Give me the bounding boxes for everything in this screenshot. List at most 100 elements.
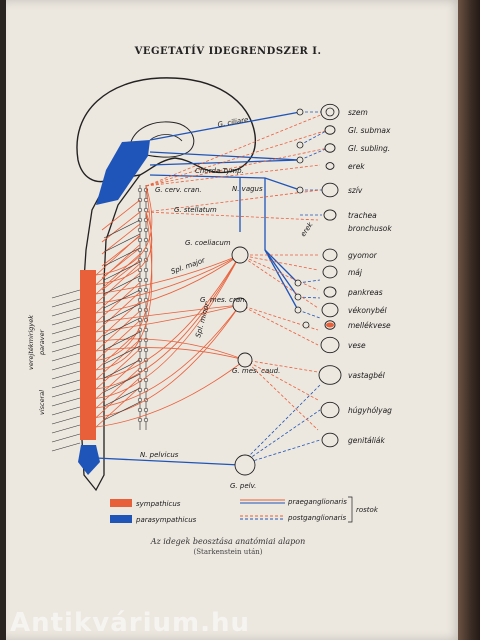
sympathetic-fibre (101, 199, 141, 231)
prevertebral-ganglion (231, 246, 249, 264)
sympathetic-fibre (95, 253, 141, 295)
figure-caption: Az idegek beosztása anatómiai alapon (150, 537, 306, 546)
sympathetic-fibre (95, 347, 246, 361)
segmental-line (51, 325, 81, 335)
segmental-line (103, 303, 141, 323)
organ-label: Gl. submax (348, 126, 391, 135)
sympathetic-fibre (101, 247, 141, 279)
organ-label: szem (348, 108, 368, 117)
segmental-line (51, 442, 81, 452)
segmental-line (103, 359, 141, 379)
thoracolumbar-sympathetic (80, 270, 96, 440)
chain-ganglion (143, 267, 149, 273)
segmental-line (103, 261, 141, 281)
segmental-line (51, 370, 81, 380)
sympathetic-fibre (95, 348, 141, 390)
segmental-line (51, 415, 81, 425)
sympathetic-fibre (95, 254, 241, 380)
label-g-mes-caud: G. mes. caud. (232, 367, 280, 375)
chain-ganglion (143, 197, 149, 203)
label-g-stellatum: G. stellatum (174, 206, 217, 214)
label-n-pelvicus: N. pelvicus (140, 451, 179, 459)
terminal-ganglion (296, 108, 304, 116)
eye-icon (320, 103, 340, 121)
chain-ganglion (143, 377, 149, 383)
legend-rostok-label: rostok (356, 506, 379, 514)
segmental-line (103, 401, 141, 421)
cranial-parasympathetic (96, 140, 150, 205)
genitals-icon (321, 432, 339, 448)
kidney-icon (320, 336, 340, 354)
sympathetic-fibre (95, 211, 153, 371)
colon-icon (318, 365, 342, 385)
sympathetic-fibre (101, 211, 141, 243)
sympathetic-fibre (95, 291, 141, 333)
legend-postganglionaris-label: postganglionaris (287, 514, 346, 522)
organ-label: genitáliák (348, 436, 386, 445)
organ-label: vastagbél (348, 371, 386, 380)
terminal-ganglion (302, 321, 310, 329)
organ-label: erek (348, 162, 365, 171)
sympathetic-fibre (95, 339, 141, 380)
segmental-line (103, 331, 141, 351)
chain-ganglion (137, 407, 143, 413)
watermark: Antikvárium.hu (10, 608, 250, 638)
segmental-line (51, 307, 81, 317)
chain-ganglion (137, 277, 143, 283)
chain-ganglion (137, 227, 143, 233)
sympathetic-fibre (95, 301, 141, 342)
legend-parasympathicus-label: parasympathicus (135, 516, 197, 524)
chain-ganglion (143, 407, 149, 413)
sympathetic-fibre (95, 263, 141, 304)
sympathetic-fibre (95, 254, 241, 304)
legend-sympathicus-swatch (110, 499, 132, 507)
chain-ganglion (143, 417, 149, 423)
sympathetic-fibre (95, 254, 241, 399)
prevertebral-ganglion (232, 297, 248, 313)
segmental-line (103, 233, 141, 253)
segmental-line (103, 387, 141, 407)
sympathetic-fibre (95, 254, 241, 295)
legend-sympathicus-label: sympathicus (136, 500, 181, 508)
segmental-line (103, 373, 141, 393)
segmental-line (51, 298, 81, 308)
organ-label: húgyhólyag (348, 406, 392, 415)
gland-icon (324, 143, 336, 153)
segmental-line (51, 406, 81, 416)
gland-icon (324, 125, 336, 135)
liver-icon (322, 265, 338, 279)
sympathetic-fibre (95, 282, 141, 323)
vertical-label-1: paraver (38, 328, 46, 356)
chain-ganglion (137, 297, 143, 303)
organ-label: máj (348, 268, 363, 277)
segmental-line (103, 317, 141, 337)
segmental-line (51, 316, 81, 326)
chain-ganglion (143, 277, 149, 283)
sympathetic-fibre (95, 244, 141, 285)
sympathetic-fibre (95, 185, 153, 276)
organ-label: mellékvese (348, 321, 391, 330)
segmental-line (51, 343, 81, 353)
segmental-line (103, 345, 141, 365)
adrenal-core-icon (326, 322, 334, 328)
sympathetic-fibre (95, 367, 141, 409)
sympathetic-fibre (95, 358, 141, 399)
sympathetic-fibre (101, 223, 141, 255)
legend: sympathicus parasympathicus praeganglion… (110, 496, 379, 524)
chain-ganglion (137, 207, 143, 213)
terminal-ganglion (296, 186, 304, 194)
segmental-line (103, 275, 141, 295)
organ-label: trachea (348, 211, 377, 220)
organ-label: vese (348, 341, 366, 350)
pupil-icon (325, 107, 335, 117)
chain-ganglion (137, 187, 143, 193)
sympathetic-fibre (95, 254, 241, 390)
chain-ganglion (137, 347, 143, 353)
chain-ganglion (143, 287, 149, 293)
organ-label: szív (348, 186, 363, 195)
terminal-ganglion (296, 141, 304, 149)
segmental-line (103, 219, 141, 239)
chain-ganglion (143, 347, 149, 353)
sympathetic-fibre (95, 185, 153, 361)
label-g-mes-cran: G. mes. cran. (200, 296, 247, 304)
